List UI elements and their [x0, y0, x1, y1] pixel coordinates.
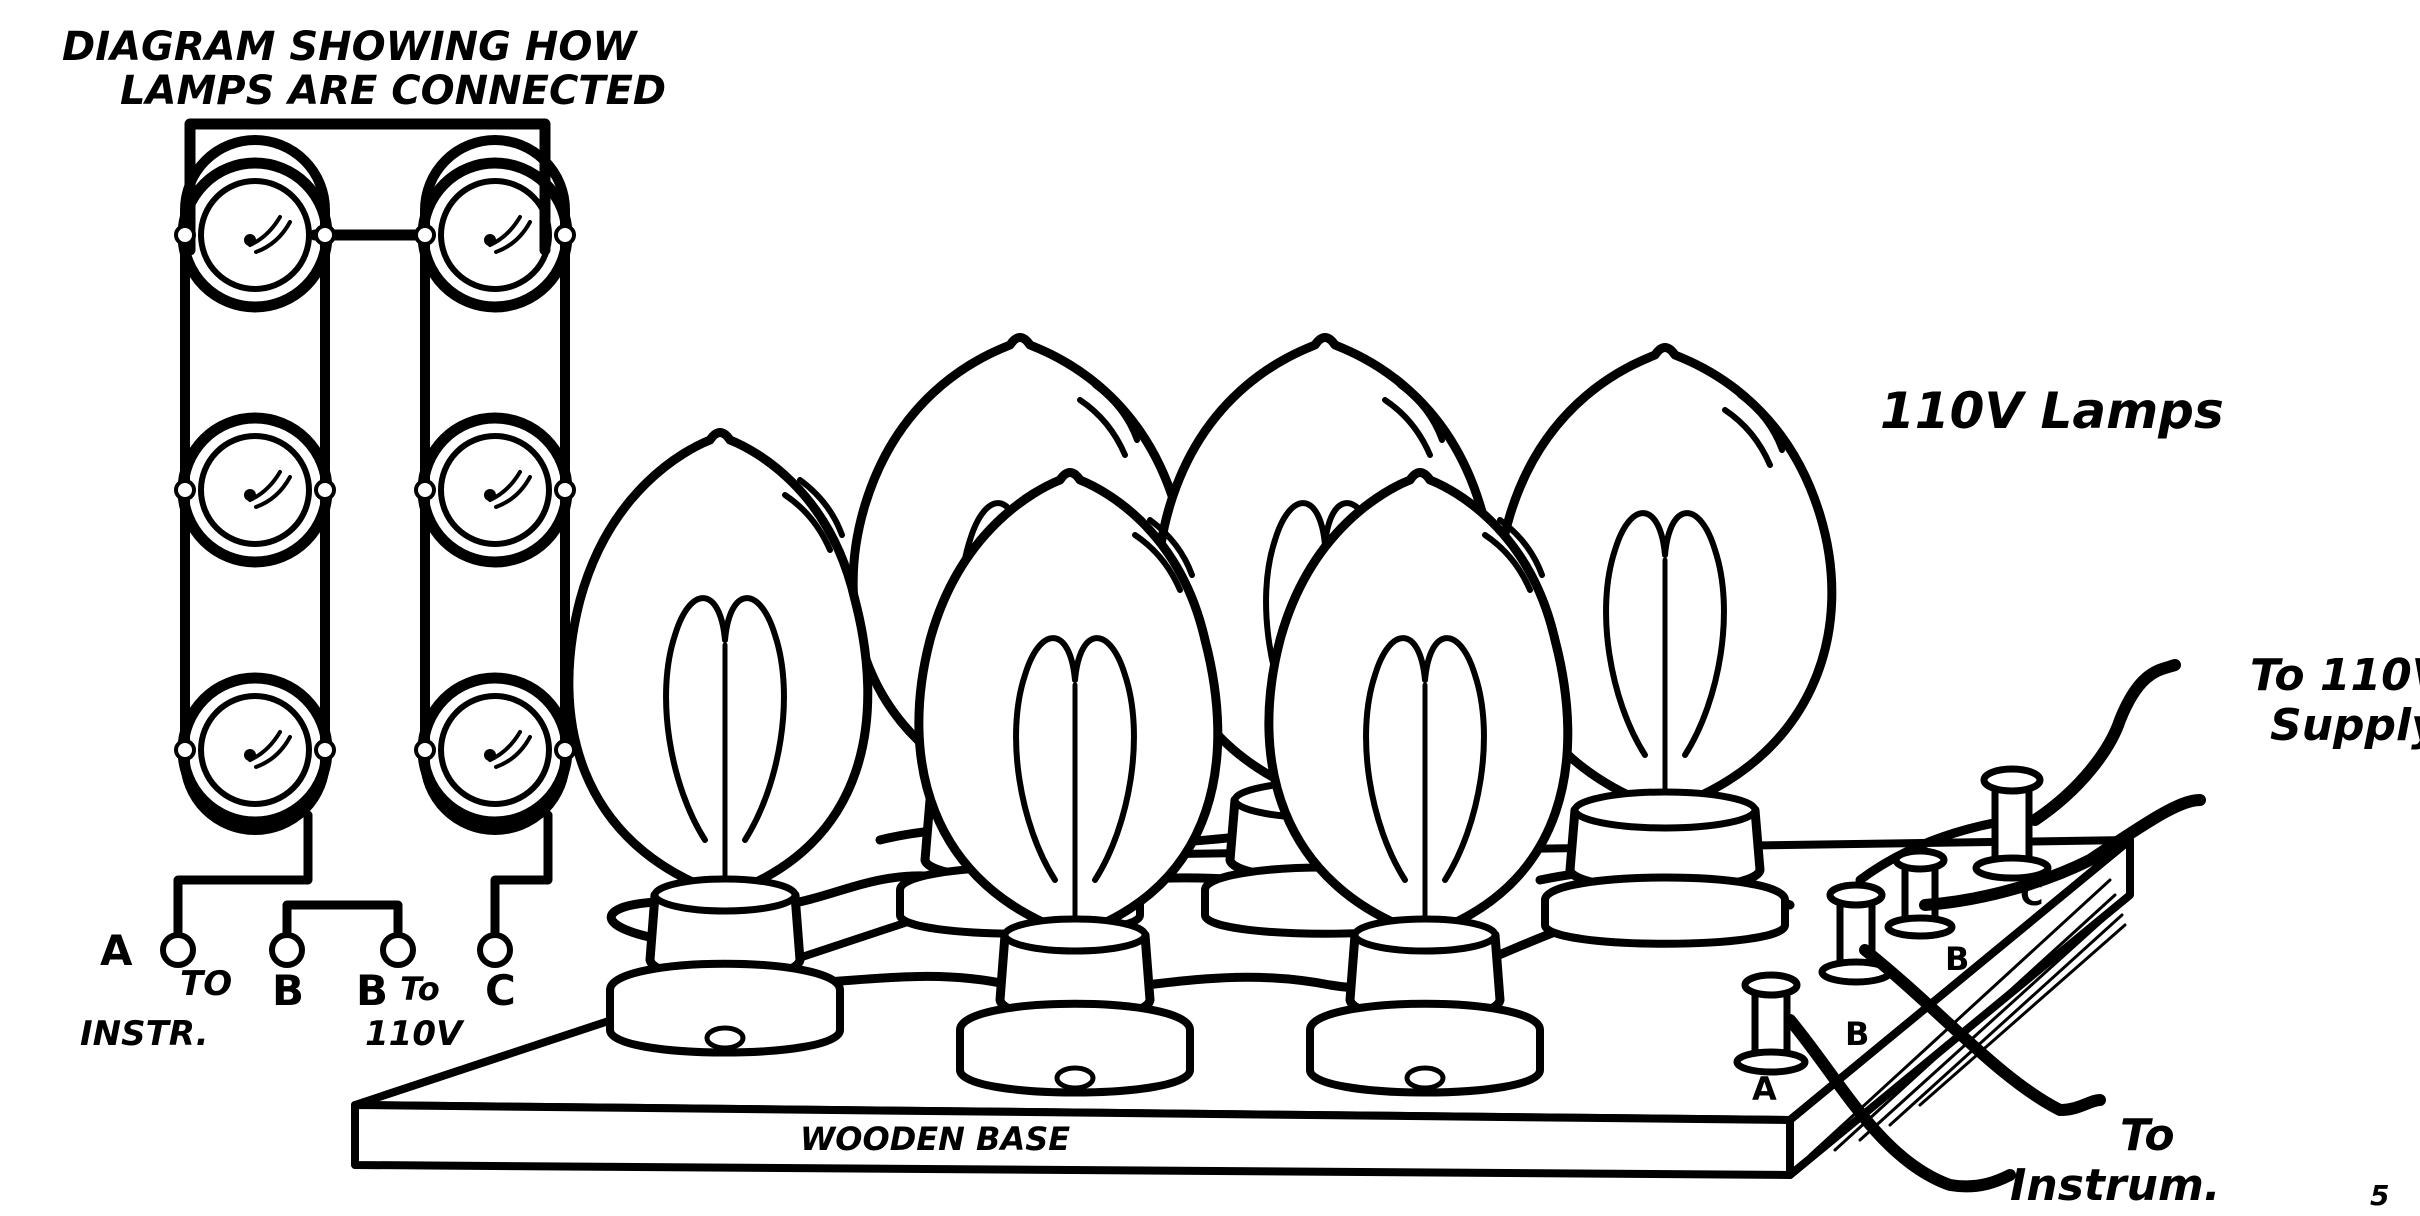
- binding-post-b1: [1818, 881, 1894, 986]
- schematic-label-to-instr-1: TO: [180, 964, 232, 1004]
- schematic-socket: [177, 412, 333, 568]
- base-label: WOODEN BASE: [800, 1120, 1070, 1158]
- connection-schematic: DIAGRAM SHOWING HOW LAMPS ARE CONNECTED: [62, 24, 666, 1054]
- board-label-b2: B: [1945, 940, 1969, 978]
- base-side-face: [1786, 836, 2134, 1179]
- lamp-bank: [564, 333, 1837, 1097]
- plate-number: 5: [2370, 1179, 2389, 1212]
- schematic-socket: [417, 672, 573, 828]
- instrument-label-line2: Instrum.: [2010, 1160, 2221, 1211]
- schematic-label-b1: B: [272, 966, 304, 1015]
- supply-label-line1: To 110V: [2250, 650, 2420, 701]
- schematic-label-to-110v-2: 110V: [365, 1014, 465, 1054]
- supply-lead-2: [1919, 794, 2206, 911]
- supply-label-line2: Supply: [2270, 700, 2420, 751]
- schematic-label-c: C: [485, 966, 516, 1015]
- lamp: [1493, 343, 1837, 948]
- schematic-lead-b: [282, 900, 403, 940]
- external-leads: [1784, 659, 2206, 1193]
- schematic-title-line2: LAMPS ARE CONNECTED: [120, 68, 666, 114]
- base-front-face: [351, 1101, 1794, 1179]
- schematic-title-line1: DIAGRAM SHOWING HOW: [62, 24, 638, 70]
- schematic-lead-a: [173, 810, 313, 940]
- schematic-socket: [417, 412, 573, 568]
- board-label-b1: B: [1845, 1015, 1869, 1053]
- schematic-terminal-a: [160, 932, 196, 968]
- lamp: [564, 428, 873, 1057]
- lamp: [1264, 468, 1573, 1097]
- schematic-label-a: A: [100, 926, 133, 975]
- schematic-terminal-b2: [380, 932, 416, 968]
- lamp: [914, 468, 1223, 1097]
- supply-lead-1: [2029, 659, 2181, 826]
- board-label-a: A: [1752, 1070, 1777, 1108]
- schematic-label-to-110v-1: To: [400, 970, 440, 1008]
- instrument-lead-1: [1784, 1014, 2016, 1193]
- lamps-label: 110V Lamps: [1880, 382, 2224, 440]
- schematic-socket: [177, 672, 333, 828]
- schematic-label-b2: B: [356, 966, 388, 1015]
- schematic-terminal-c: [477, 932, 513, 968]
- schematic-socket: [177, 157, 333, 313]
- schematic-terminal-b1: [269, 932, 305, 968]
- binding-post-c: [1972, 765, 2052, 882]
- instrument-label-line1: To: [2120, 1110, 2175, 1161]
- schematic-label-to-instr-2: INSTR.: [80, 1014, 209, 1054]
- binding-post-b2: [1884, 847, 1956, 940]
- instrument-lead-2: [1859, 944, 2106, 1116]
- schematic-lead-c: [490, 810, 553, 940]
- schematic-contacts: [174, 224, 576, 761]
